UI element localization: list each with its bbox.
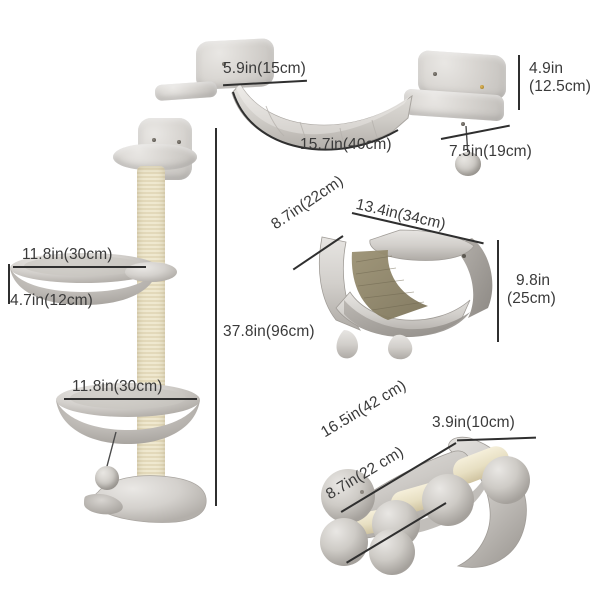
cradle-height-unit: (25cm): [507, 289, 556, 307]
bridge-depth-label: 7.5in(19cm): [449, 143, 532, 160]
tree-top-screw-b: [177, 140, 181, 144]
bridge-height-rule: [518, 55, 520, 110]
tree-total-height-label: 37.8in(96cm): [223, 323, 315, 340]
tree-upper-height-rule: [8, 264, 10, 304]
bridge-depth-rule: [440, 124, 510, 140]
tree-upper-width-rule: [13, 266, 146, 268]
bridge-right-screw-c: [461, 122, 465, 126]
tree-upper-height-label: 4.7in(12cm): [10, 292, 93, 309]
bridge-height-unit: (12.5cm): [529, 77, 591, 95]
cradle-height-rule: [497, 240, 499, 342]
tree-top-screw-a: [152, 138, 156, 142]
tree-lower-width-rule: [64, 398, 197, 400]
bridge-span-label: 15.7in(40cm): [300, 136, 392, 153]
tree-upper-width-label: 11.8in(30cm): [22, 246, 113, 263]
bridge-left-arm: [154, 80, 218, 102]
bridge-height-label: 4.9in (12.5cm): [529, 60, 591, 96]
tree-top-shelf: [113, 144, 197, 170]
step-depth-label: 8.7in(22 cm): [323, 443, 407, 504]
tree-sisal-post: [137, 166, 165, 496]
bridge-height-value: 4.9in: [529, 60, 564, 77]
cradle-depth-rule: [292, 235, 344, 271]
bridge-width-label: 5.9in(15cm): [223, 60, 306, 77]
bridge-hanging-ball: [455, 152, 481, 176]
tree-total-height-rule: [215, 128, 217, 506]
tree-lower-width-label: 11.8in(30cm): [72, 378, 163, 395]
step-length-label: 16.5in(42 cm): [318, 376, 410, 442]
cradle-height-label: 9.8in (25cm): [507, 272, 556, 308]
tree-hanging-ball: [95, 466, 119, 490]
cradle-height-value: 9.8in: [516, 272, 551, 289]
step-height-label: 3.9in(10cm): [432, 414, 515, 431]
bridge-right-screw-a: [433, 72, 437, 76]
bridge-right-screw-b: [480, 85, 484, 89]
cradle-depth-label: 8.7in(22cm): [268, 172, 347, 234]
step-depth-rule: [346, 502, 447, 564]
bridge-left-screw: [222, 62, 226, 66]
cradle-width-label: 13.4in(34cm): [354, 196, 448, 234]
step-height-rule: [456, 436, 537, 442]
